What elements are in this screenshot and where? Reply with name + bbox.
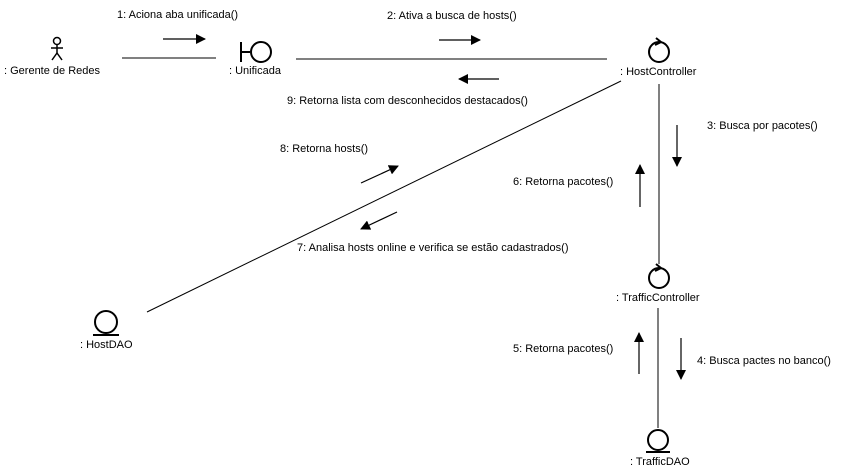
object-label-hostdao: : HostDAO [80,339,133,351]
boundary-icon [240,41,272,63]
actor-icon [51,36,63,61]
object-label-unificada: : Unificada [229,65,281,77]
entity-icon [93,310,119,336]
object-label-hostcontroller: : HostController [620,66,697,78]
link-hostcontroller-hostdao [146,80,622,313]
message-label-1: 1: Aciona aba unificada() [117,9,239,21]
message-label-4: 4: Busca pactes no banco() [697,355,831,367]
control-icon [648,263,670,289]
message-label-7: 7: Analisa hosts online e verifica se es… [297,242,569,254]
object-label-trafficcontroller: : TrafficController [616,292,700,304]
message-arrow-7 [360,211,398,230]
object-label-trafficdao: : TrafficDAO [630,456,690,468]
message-label-8: 8: Retorna hosts() [280,143,369,155]
message-label-9: 9: Retorna lista com desconhecidos desta… [287,95,528,107]
control-icon [648,37,670,63]
message-label-3: 3: Busca por pacotes() [707,120,818,132]
message-arrow-8 [360,165,399,184]
entity-icon [646,429,670,453]
message-label-5: 5: Retorna pacotes() [513,343,614,355]
message-label-2: 2: Ativa a busca de hosts() [387,10,517,22]
object-label-gerente: : Gerente de Redes [4,65,101,77]
message-label-6: 6: Retorna pacotes() [513,176,614,188]
